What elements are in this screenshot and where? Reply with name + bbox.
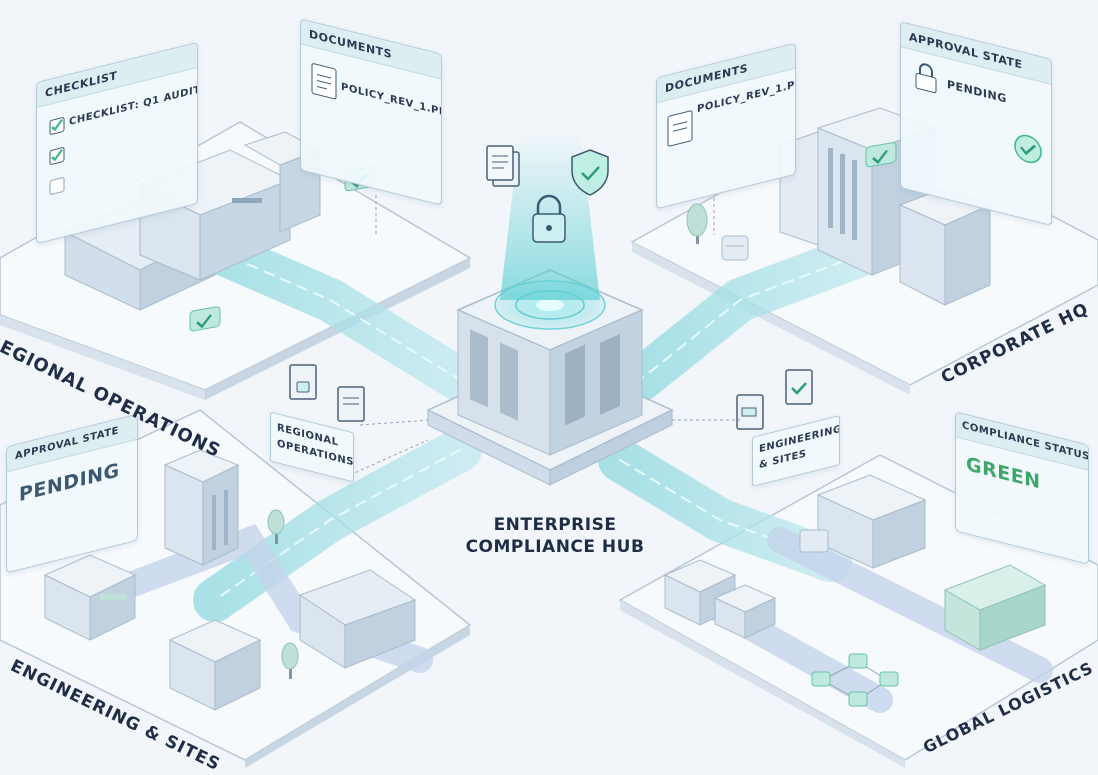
building-engineering-front: [168, 619, 262, 711]
containers-logistics: [943, 564, 1047, 651]
lock-icon: [532, 194, 566, 243]
compliance-status-value: GREEN: [966, 453, 1041, 494]
documents-card-right: DOCUMENTS POLICY_REV_1.PDF: [656, 42, 796, 210]
file-icon-left: [337, 386, 365, 422]
hub-title-line-1: ENTERPRISE: [493, 515, 617, 535]
approval-state-value: PENDING: [19, 459, 120, 507]
check-circle-icon: [1014, 134, 1042, 164]
checklist-card: CHECKLIST CHECKLIST: Q1 AUDIT: [36, 41, 198, 245]
lock-icon: [915, 63, 937, 94]
document-file-name: POLICY_REV_1.PDF: [341, 81, 442, 121]
hub-title: ENTERPRISE COMPLIANCE HUB: [455, 514, 655, 558]
checkmark-tile-regional-2: [189, 306, 221, 332]
office-block-engineering: [163, 449, 240, 566]
file-truck-icon: [736, 394, 764, 430]
connection-roads: [77, 228, 1053, 713]
checkbox-empty-icon: [49, 177, 65, 195]
checkmark-tile-hq: [865, 142, 897, 168]
hangar-engineering: [298, 569, 417, 669]
approval-state-value: PENDING: [947, 77, 1007, 106]
boxes-logistics: [663, 559, 777, 639]
file-check-icon: [785, 369, 813, 405]
tree-hq: [686, 203, 708, 244]
forklift-logistics: [799, 529, 829, 553]
checkbox-checked-icon: [49, 147, 65, 165]
file-icon: [311, 63, 337, 100]
checkbox-checked-icon: [49, 117, 65, 135]
warehouse-logistics: [816, 474, 927, 569]
callout-leaders: [349, 180, 740, 476]
file-lock-icon: [289, 364, 317, 400]
network-nodes-logistics: [811, 653, 899, 707]
shield-check-icon: [571, 149, 609, 196]
tree-engineering: [267, 509, 299, 679]
documents-card-left: DOCUMENTS POLICY_REV_1.PDF: [300, 18, 442, 206]
hub-title-line-2: COMPLIANCE HUB: [465, 537, 645, 557]
approval-state-card-hq: APPROVAL STATE PENDING: [900, 21, 1052, 226]
file-icon: [667, 110, 693, 147]
documents-icon: [486, 145, 520, 187]
building-engineering-left: [43, 554, 137, 641]
server-stack-hq: [721, 235, 749, 261]
